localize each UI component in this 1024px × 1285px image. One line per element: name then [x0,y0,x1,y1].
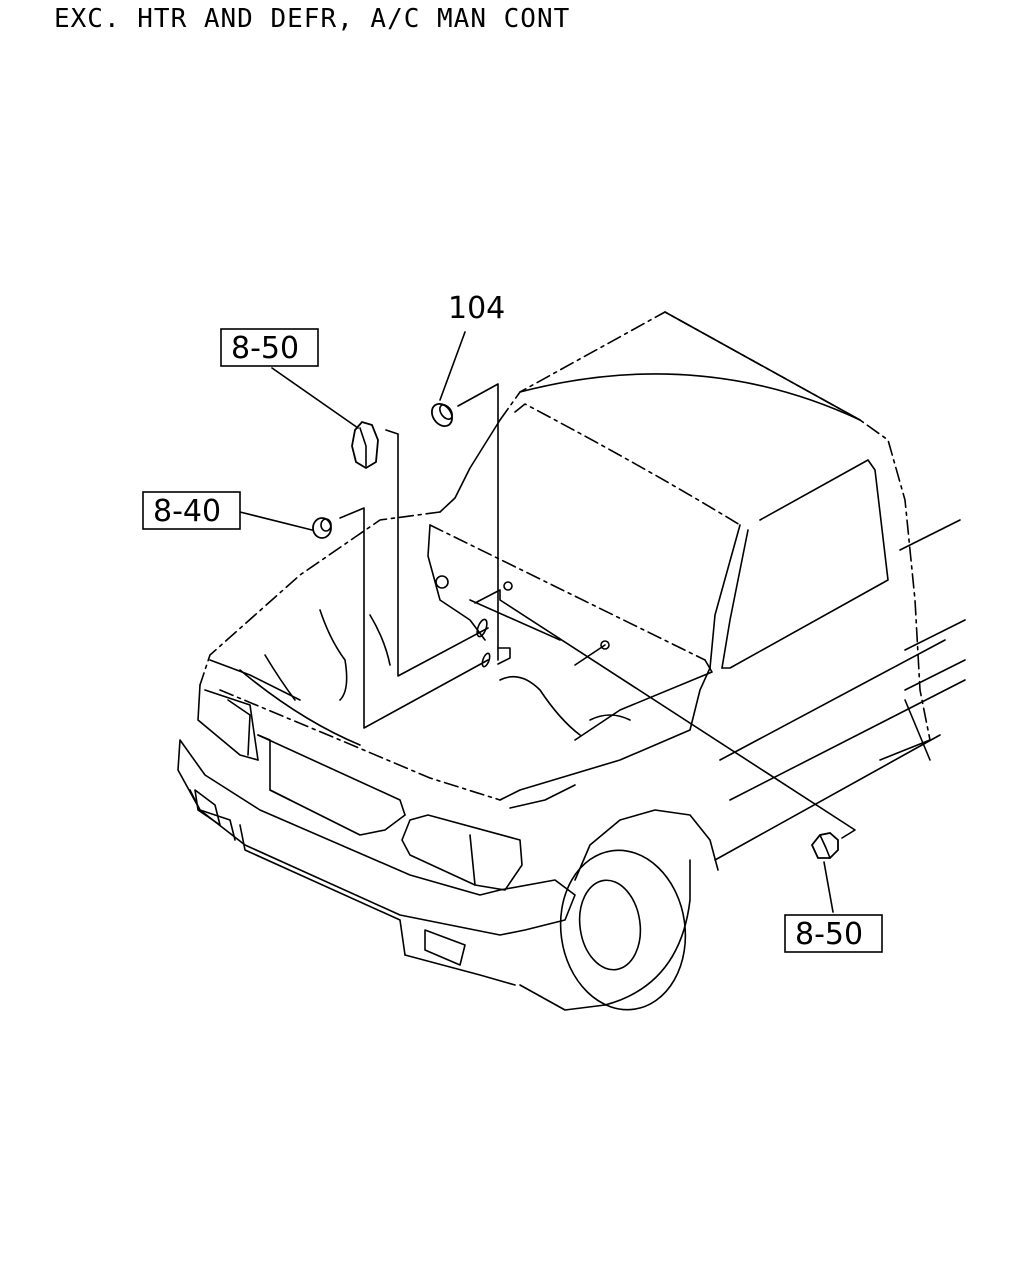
callout-8-50-bottom: 8-50 [784,914,883,953]
callout-104: 104 [448,291,505,326]
front-wheel [499,667,719,1011]
callout-8-40: 8-40 [142,491,241,530]
plug-8-40 [312,517,332,539]
svg-text:104: 104 [448,291,505,326]
plug-8-50-bottom [810,832,839,859]
svg-text:8-50: 8-50 [795,917,863,952]
cab-outline [439,311,966,861]
diagram-title: EXC. HTR AND DEFR, A/C MAN CONT [54,4,571,34]
svg-text:8-50: 8-50 [231,331,299,366]
install-leaders [239,331,856,913]
front-fascia [177,684,576,986]
engine-bay [199,511,713,801]
grommet-104 [431,402,453,428]
callout-8-50-top: 8-50 [220,328,319,367]
plug-8-50-top [351,420,379,470]
svg-text:8-40: 8-40 [153,494,221,529]
